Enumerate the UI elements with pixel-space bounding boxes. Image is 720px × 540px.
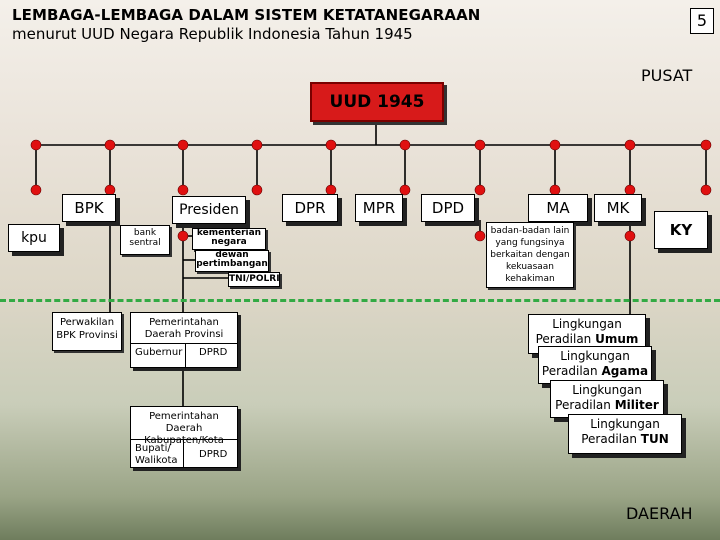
node-kpu: kpu [8,224,60,252]
daerah-label: DAERAH [626,504,693,523]
peradilan-agama-bold: Agama [601,364,649,378]
dprd-provinsi-label: DPRD [199,347,228,358]
page-number: 5 [690,8,714,34]
node-dewan-pertimbangan: dewan pertimbangan [195,250,269,272]
peradilan-tun-bold: TUN [640,432,669,446]
node-perwakilan-bpk: Perwakilan BPK Provinsi [52,312,122,351]
peradilan-agama-prefix: Lingkungan [560,349,630,363]
page-title: LEMBAGA-LEMBAGA DALAM SISTEM KETATANEGAR… [12,6,481,24]
node-kementerian-negara: kementerian negara [192,228,266,250]
peradilan-umum-bold: Umum [595,332,639,346]
peradilan-tun-line2: Peradilan [581,432,637,446]
node-mk: MK [594,194,642,222]
node-presiden: Presiden [172,196,246,224]
peradilan-militer-bold: Militer [614,398,659,412]
node-ma: MA [528,194,588,222]
pusat-daerah-divider [0,299,720,302]
peradilan-umum-prefix: Lingkungan [552,317,622,331]
root-uud-1945: UUD 1945 [310,82,444,122]
node-badan-lain: badan-badan lain yang fungsinya berkaita… [486,222,574,288]
peradilan-militer: Lingkungan Peradilan Militer [550,380,664,418]
bupati-label: Bupati/ Walikota [135,443,178,466]
pusat-label: PUSAT [641,66,693,85]
dprd-kabkota-label: DPRD [199,449,228,460]
node-tni-polri: TNI/POLRI [228,272,280,287]
peradilan-militer-prefix: Lingkungan [572,383,642,397]
pemda-kabkota-label: Pemerintahan Daerah Kabupaten/Kota [144,411,224,446]
gubernur-label: Gubernur [135,347,183,358]
node-ky: KY [654,211,708,249]
peradilan-umum-line2: Peradilan [535,332,592,346]
peradilan-militer-line2: Peradilan [555,398,611,412]
peradilan-agama-line2: Peradilan [541,364,598,378]
peradilan-tun: Lingkungan Peradilan TUN [568,414,682,454]
page-subtitle: menurut UUD Negara Republik Indonesia Ta… [12,25,413,43]
node-bpk: BPK [62,194,116,222]
node-bank-sentral: bank sentral [120,225,170,255]
group-pemda-kabkota: Pemerintahan Daerah Kabupaten/Kota Bupat… [130,406,238,468]
peradilan-agama: Lingkungan Peradilan Agama [538,346,652,384]
node-dpd: DPD [421,194,475,222]
node-dpr: DPR [282,194,338,222]
pemda-provinsi-label: Pemerintahan Daerah Provinsi [144,317,224,340]
group-pemda-provinsi: Pemerintahan Daerah Provinsi Gubernur DP… [130,312,238,368]
peradilan-tun-prefix: Lingkungan [590,417,660,431]
node-mpr: MPR [355,194,403,222]
